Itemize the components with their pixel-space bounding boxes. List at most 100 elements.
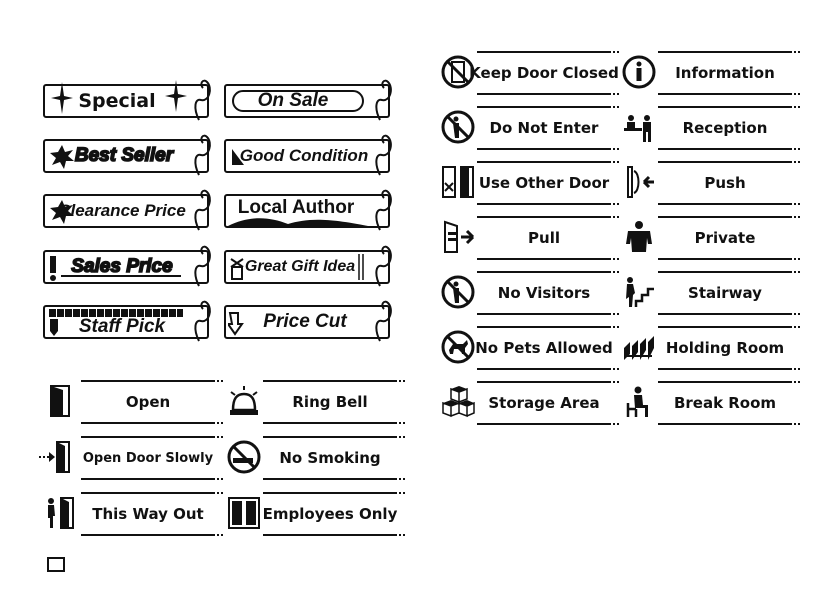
tag-label: Clearance Price	[58, 201, 186, 220]
sign-ring-bell: Ring Bell	[227, 380, 407, 424]
dashed-end	[790, 161, 802, 163]
tag-label: Price Cut	[263, 311, 347, 332]
chairs-icon	[624, 336, 654, 360]
dashed-end	[213, 478, 225, 480]
tag-staff-pick: Staff Pick	[43, 300, 211, 342]
sign-no-visitors: No Visitors	[441, 271, 621, 315]
sign-label: Open Door Slowly	[82, 450, 214, 466]
tag-sales-price: Sales Price	[43, 245, 211, 287]
sign-label: Do Not Enter	[489, 119, 599, 137]
sign-open: Open	[45, 380, 225, 424]
pencil-icon	[50, 319, 58, 336]
starburst-icon	[50, 145, 74, 169]
sign-push: Push	[622, 161, 802, 205]
rule-line	[477, 203, 611, 205]
sign-information: Information	[622, 51, 802, 95]
sign-holding-room: Holding Room	[622, 326, 802, 370]
dashed-end	[790, 203, 802, 205]
door-arrow-icon	[39, 441, 70, 473]
dashed-end	[395, 492, 407, 494]
sign-label: Push	[704, 174, 746, 192]
dashed-end	[609, 271, 621, 273]
sign-employees-only: Employees Only	[227, 492, 407, 536]
hills-icon	[228, 218, 368, 226]
hook-icon	[194, 79, 211, 121]
tag-label: On Sale	[257, 90, 329, 111]
rule-line	[658, 313, 792, 315]
rule-line	[477, 148, 611, 150]
rule-line	[658, 93, 792, 95]
door-icon	[50, 385, 70, 417]
tag-label: Special	[78, 90, 156, 112]
underline	[61, 275, 181, 277]
rule-line	[477, 368, 611, 370]
hook-icon	[375, 189, 392, 231]
sign-pull: Pull	[441, 216, 621, 260]
person-icon	[626, 221, 652, 252]
dashed-end	[790, 93, 802, 95]
rule-line	[658, 368, 792, 370]
info-icon	[622, 55, 656, 89]
rule-line	[477, 271, 611, 273]
down-arrow-icon	[228, 312, 244, 336]
dashed-end	[213, 534, 225, 536]
tag-great-gift-idea: Great Gift Idea	[224, 245, 392, 287]
bell-icon	[230, 386, 258, 415]
sign-stairway: Stairway	[622, 271, 802, 315]
dashed-end	[213, 492, 225, 494]
rule-line	[658, 423, 792, 425]
starburst-icon	[50, 200, 74, 224]
tag-good-condition: Good Condition	[224, 134, 392, 176]
hook-icon	[375, 245, 392, 287]
tag-label: Staff Pick	[78, 316, 166, 337]
sign-break-room: Break Room	[622, 381, 802, 425]
dashed-end	[790, 148, 802, 150]
sign-label: Holding Room	[665, 339, 785, 357]
pull-icon	[444, 220, 475, 253]
dashed-end	[609, 423, 621, 425]
tag-label: Local Author	[237, 197, 355, 218]
sign-label: Reception	[682, 119, 768, 137]
rule-line	[81, 534, 215, 536]
rule-line	[477, 216, 611, 218]
sign-label: Storage Area	[488, 394, 600, 412]
tag-label: Good Condition	[239, 146, 369, 165]
rule-line	[477, 258, 611, 260]
oval-frame	[232, 90, 364, 112]
tag-label: Best Seller	[74, 144, 174, 167]
ribbon-icon	[358, 254, 364, 280]
page-marker-box	[47, 557, 65, 572]
dashed-end	[395, 534, 407, 536]
sign-label: Information	[675, 64, 775, 82]
hook-icon	[194, 245, 211, 287]
sign-label: No Smoking	[279, 449, 381, 467]
exclamation-icon	[50, 256, 56, 281]
sign-reception: Reception	[622, 106, 802, 150]
rule-line	[477, 93, 611, 95]
reception-icon	[624, 115, 651, 142]
seated-person-icon	[626, 386, 648, 417]
tag-clearance-price: Clearance Price	[43, 189, 211, 231]
sign-storage-area: Storage Area	[441, 381, 621, 425]
dashed-end	[790, 326, 802, 328]
dashed-end	[609, 93, 621, 95]
sign-use-other-door: Use Other Door	[441, 161, 621, 205]
sign-do-not-enter: Do Not Enter	[441, 106, 621, 150]
no-door-icon	[441, 55, 475, 89]
dashed-end	[609, 216, 621, 218]
rule-line	[477, 423, 611, 425]
sign-label: Stairway	[688, 284, 762, 302]
dashed-end	[790, 51, 802, 53]
no-pets-icon	[441, 330, 475, 364]
hook-icon	[375, 300, 392, 342]
dashed-end	[609, 368, 621, 370]
tag-label: Sales Price	[70, 255, 173, 278]
no-visitors-icon	[441, 275, 475, 309]
dashed-end	[790, 216, 802, 218]
dashed-end	[609, 258, 621, 260]
hook-icon	[194, 189, 211, 231]
sign-this-way-out: This Way Out	[45, 492, 225, 536]
dashed-end	[790, 258, 802, 260]
rule-line	[263, 534, 397, 536]
dashed-end	[395, 380, 407, 382]
